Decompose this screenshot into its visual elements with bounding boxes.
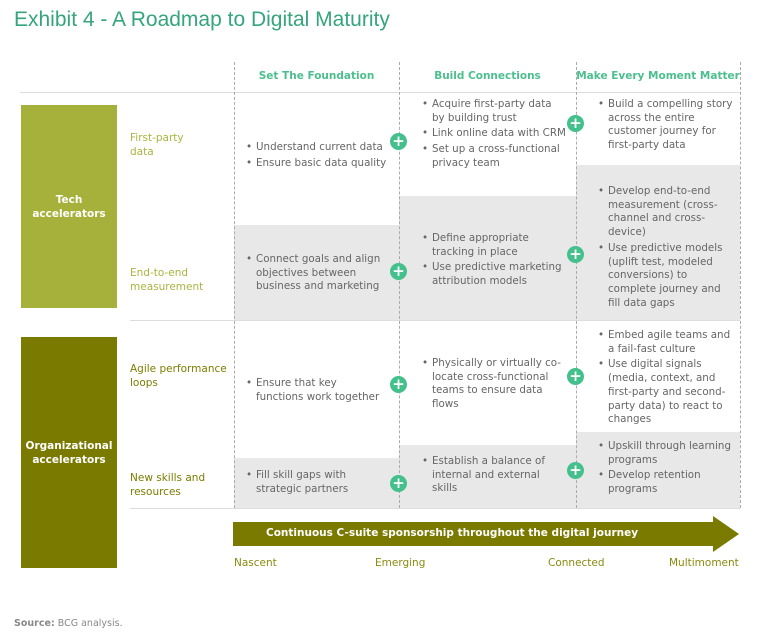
stage-label: Multimoment (669, 557, 739, 569)
cell-list: Acquire first-party data by building tru… (422, 98, 567, 173)
group-label: Organizational accelerators (25, 439, 113, 466)
cell-list: Ensure that key functions work together (246, 377, 386, 406)
list-item: Understand current data (246, 141, 391, 155)
cell-list: Develop end-to-end measurement (cross-ch… (598, 185, 736, 312)
stage-label: Emerging (375, 557, 426, 569)
list-item: Build a compelling story across the enti… (598, 98, 736, 153)
list-item: Link online data with CRM (422, 127, 567, 141)
row-label: End-to-end measurement (130, 267, 204, 293)
row-label: New skills and resources (130, 472, 206, 498)
plus-icon: + (567, 368, 584, 385)
list-item: Develop end-to-end measurement (cross-ch… (598, 185, 736, 240)
list-item: Use digital signals (media, context, and… (598, 358, 736, 427)
cell-list: Connect goals and align objectives betwe… (246, 253, 386, 296)
list-item: Set up a cross-functional privacy team (422, 143, 567, 170)
plus-icon: + (567, 115, 584, 132)
list-item: Fill skill gaps with strategic partners (246, 469, 386, 496)
tech-accelerators-block: Tech accelerators (21, 105, 117, 308)
list-item: Use predictive models (uplift test, mode… (598, 242, 736, 311)
column-header: Make Every Moment Matter (576, 70, 740, 82)
list-item: Develop retention programs (598, 469, 736, 496)
source-note: Source: BCG analysis. (14, 618, 123, 629)
list-item: Acquire first-party data by building tru… (422, 98, 567, 125)
plus-icon: + (390, 263, 407, 280)
list-item: Define appropriate tracking in place (422, 232, 567, 259)
divider (130, 320, 740, 321)
list-item: Ensure basic data quality (246, 157, 391, 171)
row-label: First-party data (130, 132, 184, 158)
cell-list: Upskill through learning programsDevelop… (598, 440, 736, 499)
plus-icon: + (390, 133, 407, 150)
stage-label: Nascent (234, 557, 277, 569)
list-item: Physically or virtually co-locate cross-… (422, 357, 567, 412)
arrow-label: Continuous C-suite sponsorship throughou… (266, 527, 639, 539)
cell-list: Establish a balance of internal and exte… (422, 455, 567, 498)
column-divider (576, 62, 577, 508)
list-item: Ensure that key functions work together (246, 377, 386, 404)
list-item: Use predictive marketing attribution mod… (422, 261, 567, 288)
list-item: Embed agile teams and a fail-fast cultur… (598, 329, 736, 356)
cell-list: Build a compelling story across the enti… (598, 98, 736, 155)
cell-list: Define appropriate tracking in placeUse … (422, 232, 567, 291)
cell-list: Fill skill gaps with strategic partners (246, 469, 386, 498)
divider (130, 508, 740, 509)
column-divider (399, 62, 400, 508)
source-text: BCG analysis. (57, 618, 123, 629)
plus-icon: + (567, 246, 584, 263)
list-item: Connect goals and align objectives betwe… (246, 253, 386, 294)
row-label: Agile performance loops (130, 363, 227, 389)
column-divider (740, 62, 741, 508)
cell-list: Understand current dataEnsure basic data… (246, 141, 391, 172)
list-item: Upskill through learning programs (598, 440, 736, 467)
divider (20, 92, 740, 93)
cell-list: Physically or virtually co-locate cross-… (422, 357, 567, 414)
plus-icon: + (390, 475, 407, 492)
column-header: Build Connections (434, 70, 541, 82)
source-label: Source: (14, 618, 55, 629)
org-accelerators-block: Organizational accelerators (21, 337, 117, 568)
plus-icon: + (567, 462, 584, 479)
plus-icon: + (390, 376, 407, 393)
list-item: Establish a balance of internal and exte… (422, 455, 567, 496)
cell-list: Embed agile teams and a fail-fast cultur… (598, 329, 736, 429)
column-divider (234, 62, 235, 508)
column-header: Set The Foundation (258, 70, 375, 82)
exhibit-title: Exhibit 4 - A Roadmap to Digital Maturit… (14, 8, 390, 31)
stage-label: Connected (548, 557, 605, 569)
journey-arrow (233, 516, 739, 552)
group-label: Tech accelerators (32, 193, 106, 220)
